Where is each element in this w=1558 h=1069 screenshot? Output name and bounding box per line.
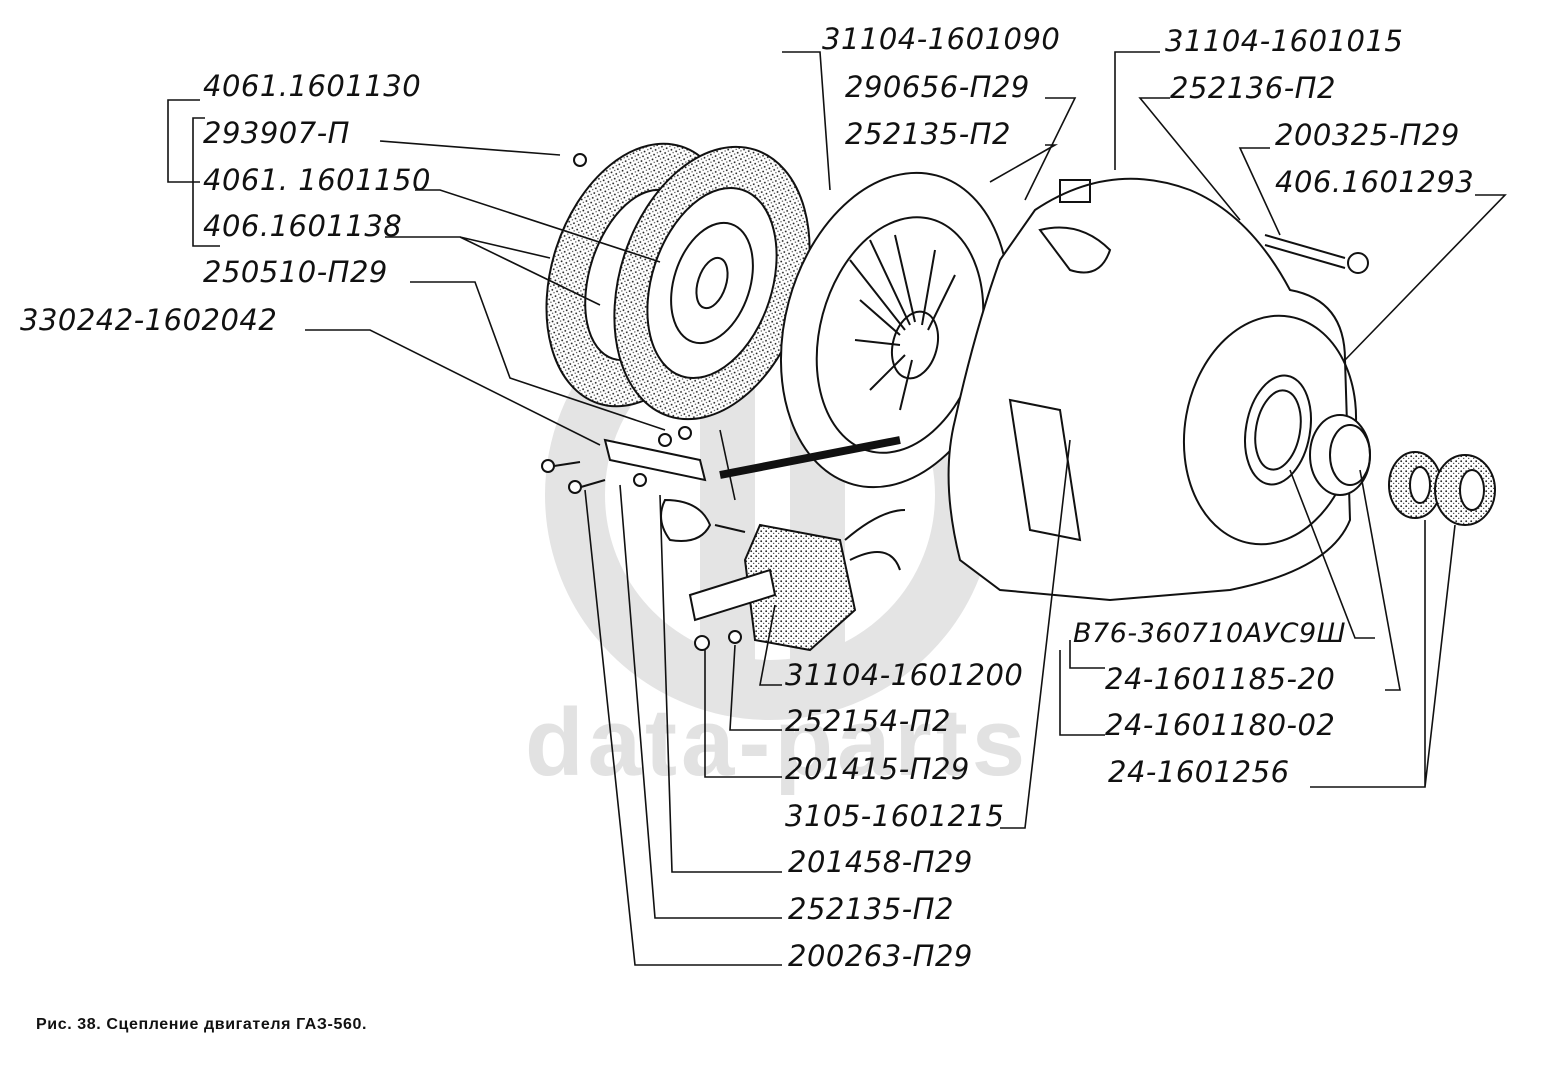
driven-disc bbox=[613, 145, 811, 421]
push-rod bbox=[719, 436, 901, 479]
label-stud: 406.1601293 bbox=[1275, 165, 1475, 199]
label-spring: 24-1601256 bbox=[1108, 755, 1290, 789]
slave-cylinder bbox=[541, 426, 746, 542]
label-nut: 250510-П29 bbox=[203, 255, 388, 289]
label-driven-disc: 4061. 1601150 bbox=[203, 163, 431, 197]
release-fork bbox=[688, 509, 906, 652]
label-clutch-disc-assembly: 4061.1601130 bbox=[203, 69, 422, 103]
label-pressure-plate: 31104-1601090 bbox=[822, 22, 1061, 56]
clutch-housing bbox=[947, 177, 1358, 602]
label-slave-cylinder: 330242-1602042 bbox=[20, 303, 278, 337]
label-washer-252135-top: 252135-П2 bbox=[845, 117, 1011, 151]
label-bolt-200263: 200263-П29 bbox=[788, 939, 973, 973]
label-ball-pin: 3105-1601215 bbox=[785, 799, 1005, 833]
label-clutch-housing: 31104-1601015 bbox=[1165, 24, 1404, 58]
label-release-bearing: В76-360710АУС9Ш bbox=[1073, 618, 1347, 649]
rivet bbox=[573, 153, 587, 167]
bolt bbox=[1264, 234, 1346, 269]
label-bolt-201415: 201415-П29 bbox=[785, 752, 970, 786]
label-washer-252154: 252154-П2 bbox=[785, 704, 951, 738]
figure-caption: Рис. 38. Сцепление двигателя ГАЗ-560. bbox=[36, 1016, 368, 1033]
label-rivet: 293907-П bbox=[203, 116, 350, 150]
label-release-fork: 31104-1601200 bbox=[785, 658, 1024, 692]
label-bolt-290656: 290656-П29 bbox=[845, 70, 1030, 104]
label-bearing-clutch: 24-1601185-20 bbox=[1105, 662, 1336, 696]
label-friction-lining: 406.1601138 bbox=[203, 209, 403, 243]
spring-rings bbox=[1388, 451, 1496, 526]
label-bolt-200325: 200325-П29 bbox=[1275, 118, 1460, 152]
label-release-bearing-assembly: 24-1601180-02 bbox=[1105, 708, 1336, 742]
label-washer-252136: 252136-П2 bbox=[1170, 71, 1336, 105]
label-bolt-201458: 201458-П29 bbox=[788, 845, 973, 879]
label-washer-252135-bottom: 252135-П2 bbox=[788, 892, 954, 926]
release-bearing bbox=[1309, 414, 1371, 496]
leader-lines bbox=[167, 51, 1507, 966]
